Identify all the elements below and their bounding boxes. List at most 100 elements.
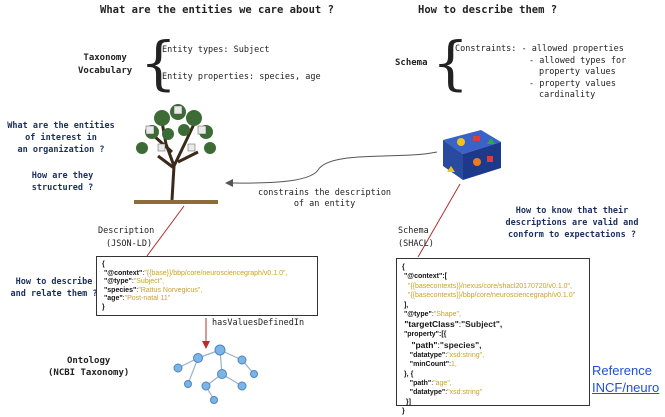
schema-brace: { [432,29,469,97]
question-line: structured ? [31,183,94,193]
code-line: "minCount":1, [409,361,457,369]
code-line: "species":"Rattus Norvegicus", [103,286,203,294]
code-value: "{{basecontexts}}/bbp/core/neuroscienceg… [407,292,576,300]
question-structure: How are they structured ? [10,170,115,194]
code-line: } [402,407,584,416]
ontology-label-line2: (NCBI Taxonomy) [48,368,130,378]
code-key: "@context" [103,269,143,277]
description-format-text: (JSON-LD) [106,239,153,249]
code-line: "age":"Post-natal 11" [103,295,171,303]
question-line: and relate them ? [10,289,98,299]
schema-to-shacl-line [417,183,461,258]
taxonomy-label-line1: Taxonomy [83,53,127,63]
code-key: "minCount" [409,361,450,369]
taxonomy-item-properties: Entity properties: species, age [162,72,321,82]
code-value: "{{basecontexts}}/nexus/core/shacl201707… [407,282,572,290]
shacl-title-text: Schema [398,226,429,236]
question-line: How are they [31,171,94,181]
code-token: :[{ [438,331,447,339]
code-value: "Subject", [461,319,503,330]
reference-link[interactable]: Reference INCF/neuro [592,362,665,396]
code-token: }] [405,398,411,406]
code-value: "Subject", [133,278,165,286]
constrains-label: constrains the description of an entity [258,188,391,210]
description-title: Description (JSON-LD) [98,225,154,251]
constrains-arrow [225,151,438,188]
code-line: "datatype":"xsd:string", [409,351,485,359]
code-token: } [102,303,105,311]
schema-label: Schema [395,58,428,68]
shacl-title: Schema (SHACL) [398,225,434,251]
code-line: "targetClass":"Subject", [404,319,503,330]
code-token: }, { [403,370,414,378]
code-key: "species" [103,286,137,294]
right-header: How to describe them ? [418,4,558,16]
code-line: "@type":"Subject", [103,278,165,286]
code-line: "{{basecontexts}}/bbp/core/neuroscienceg… [402,291,584,300]
question-line: of interest in [25,133,97,143]
code-line: "{{basecontexts}}/nexus/core/shacl201707… [402,282,584,291]
question-line: How to describe [15,277,93,287]
code-line: "path":"age", [409,380,452,388]
code-key: "datatype" [409,351,446,359]
schema-item-2: - allowed types for [529,56,627,66]
code-key: "@context" [403,273,443,281]
code-line: }, { [402,370,584,379]
code-line: ], [402,301,584,310]
code-value: 1, [451,361,457,369]
code-value: "Post-natal 11" [124,295,171,303]
code-value: "age", [433,380,452,388]
tree-to-description-line [146,205,185,257]
code-value: "species", [439,339,482,350]
shacl-code-box: { "@context":[ "{{basecontexts}}/nexus/c… [396,258,590,415]
code-value: "Shape", [433,311,461,319]
code-line: "@context":"{{base}}/bbp/core/neuroscien… [103,269,288,277]
jsonld-code-box: { "@context":"{{base}}/bbp/core/neurosci… [96,256,318,316]
left-header: What are the entities we care about ? [100,4,334,16]
code-key: "datatype" [409,389,446,397]
code-line: }] [402,398,584,407]
taxonomy-brace: { [140,29,177,97]
shacl-format-text: (SHACL) [398,239,434,249]
code-line: } [102,304,312,313]
code-key: "targetClass" [404,319,459,330]
code-token: { [402,264,405,271]
ontology-graph-image [164,330,264,408]
description-title-text: Description [98,226,155,236]
code-key: "@type" [103,278,132,286]
code-line: { [402,263,584,272]
code-key: "path" [411,339,438,350]
question-line: descriptions are valid and [505,218,639,228]
shape-sorter-image [437,122,505,184]
ontology-label-line1: Ontology [66,356,111,366]
question-line: conform to expectations ? [508,230,636,240]
taxonomy-item-types: Entity types: Subject [162,45,270,55]
code-line: "datatype":"xsd:string" [409,389,483,397]
code-value: "xsd:string", [447,351,485,359]
question-validation: How to know that their descriptions are … [492,205,652,241]
code-token: { [102,261,105,268]
reference-line2[interactable]: INCF/neuro [592,380,660,395]
code-line: "@type":"Shape", [403,311,461,319]
code-key: "@type" [403,311,432,319]
code-key: "path" [409,380,432,388]
code-token: } [402,408,405,416]
schema-item-4: - property values [529,79,616,89]
code-value: "{{base}}/bbp/core/neurosciencegraph/v0.… [144,269,288,277]
code-token: :[ [442,273,447,281]
taxonomy-label-line2: Vocabulary [78,66,133,76]
code-line: { [102,261,312,270]
schema-item-3: property values [539,67,616,77]
has-values-label: hasValuesDefinedIn [212,318,305,328]
code-key: "property" [403,331,439,339]
code-line: "property":[{ [402,330,584,339]
code-token: ], [403,301,409,309]
constrains-label-line: of an entity [293,199,356,209]
code-value: "Rattus Norvegicus", [138,286,203,294]
constrains-label-line: constrains the description [258,188,392,198]
question-describe: How to describe and relate them ? [2,276,106,300]
code-value: "xsd:string" [447,389,483,397]
question-entities: What are the entities of interest in an … [5,120,117,156]
code-key: "age" [103,295,123,303]
